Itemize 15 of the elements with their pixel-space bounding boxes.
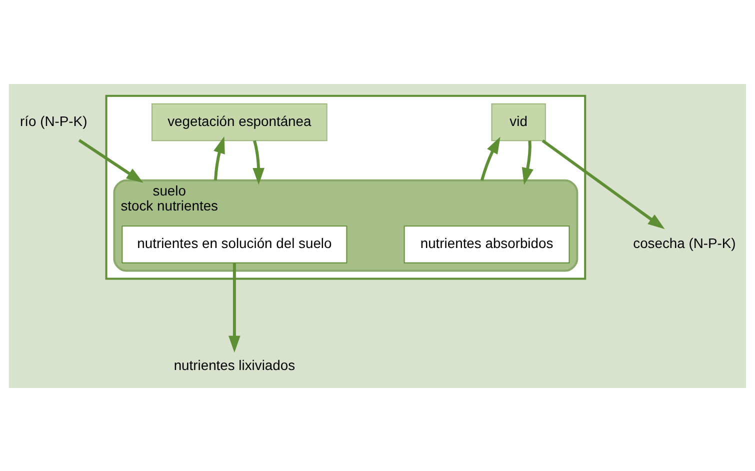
node-text: cosecha (N-P-K) [633, 234, 736, 251]
arrow [214, 136, 225, 180]
arrow [480, 136, 500, 180]
node-text: río (N-P-K) [20, 112, 88, 128]
node-box: vegetación espontánea [151, 102, 328, 141]
arrow [542, 139, 665, 229]
node-text: nutrientes lixiviados [174, 356, 296, 372]
node-box: nutrientes en solución del suelo [122, 225, 348, 263]
node-box: nutrientes absorbidos [404, 225, 570, 263]
arrow [252, 140, 264, 184]
arrow [228, 262, 240, 352]
arrow [522, 140, 534, 184]
cluster [105, 94, 586, 280]
node-box: vid [491, 102, 546, 141]
arrow [78, 138, 144, 182]
